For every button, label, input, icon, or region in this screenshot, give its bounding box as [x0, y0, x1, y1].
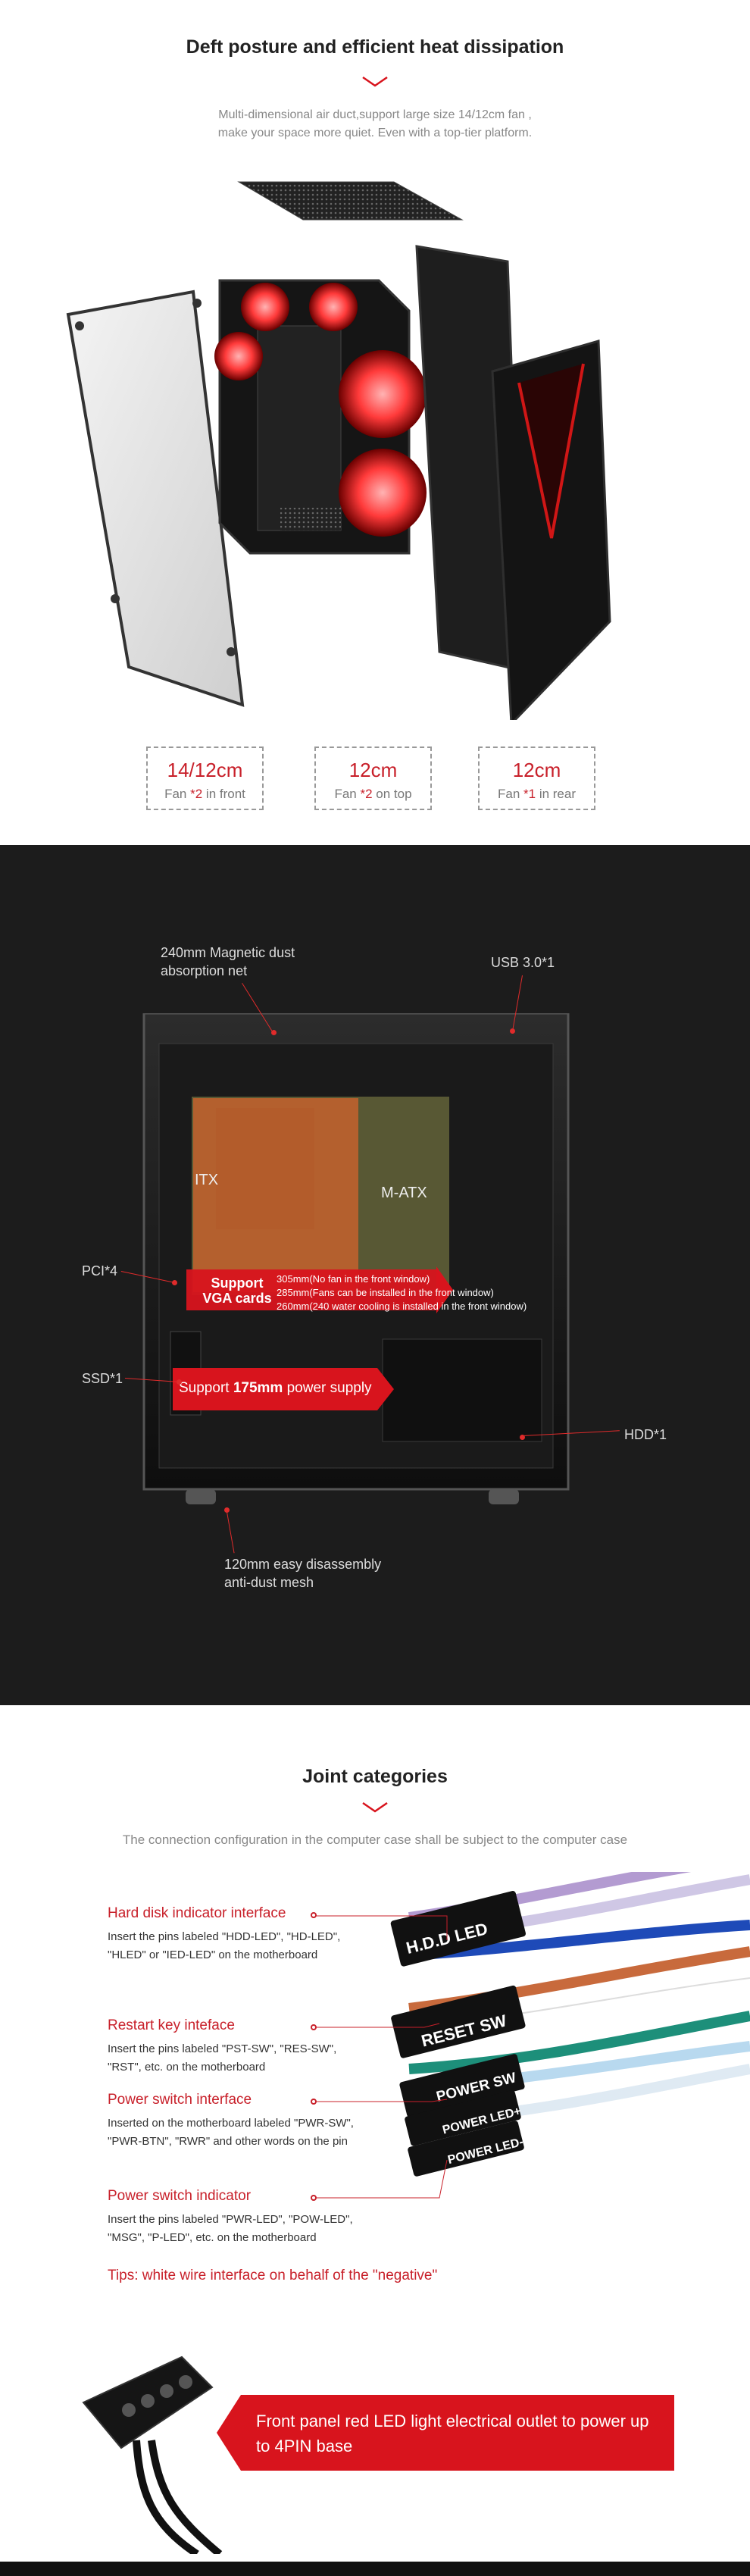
itx-label: ITX	[195, 1172, 219, 1188]
callout-dot	[311, 1912, 317, 1918]
joint-desc-reset: Insert the pins labeled "PST-SW", "RES-S…	[108, 2042, 337, 2074]
vga-support-bar	[186, 1269, 436, 1310]
callout-dot	[311, 2099, 317, 2105]
tips-text: Tips: white wire interface on behalf of …	[108, 2268, 438, 2283]
chevron-down-icon	[0, 1801, 750, 1817]
fan-spec-front: 14/12cm Fan *2 in front	[146, 747, 264, 810]
section-title: Joint categories	[302, 1766, 448, 1787]
callout-dot	[177, 1379, 182, 1385]
callout-dot	[172, 1280, 177, 1285]
matx-label: M-ATX	[381, 1185, 427, 1201]
joint-title-power-led: Power switch indicator	[108, 2188, 252, 2204]
callout-dot	[224, 1507, 230, 1513]
mesh-label: 120mm easy disassembly anti-dust mesh	[224, 1557, 382, 1590]
joint-title-reset: Restart key inteface	[108, 2017, 235, 2033]
arrow-right-icon	[436, 1266, 453, 1313]
joint-categories-section: Joint categories The connection configur…	[0, 1705, 750, 2562]
joint-desc-power-switch: Inserted on the motherboard labeled "PWR…	[108, 2117, 354, 2148]
banner-arrow-icon	[217, 2395, 241, 2471]
section-title: Deft posture and efficient heat dissipat…	[186, 36, 564, 58]
vga-support-title: Support VGA cards	[202, 1275, 272, 1306]
vga-length-notes: 305mm(No fan in the front window) 285mm(…	[277, 1273, 527, 1312]
dust-net-label: 240mm Magnetic dust absorption net	[161, 945, 295, 978]
4pin-info-banner: Front panel red LED light electrical out…	[241, 2395, 674, 2471]
callout-lines	[314, 1915, 448, 2199]
joint-title-hdd: Hard disk indicator interface	[108, 1905, 286, 1921]
footer-bar	[0, 2562, 750, 2576]
exploded-case-illustration	[66, 181, 611, 720]
callout-dot	[311, 2195, 317, 2201]
joint-desc-power-led: Insert the pins labeled "PWR-LED", "POW-…	[108, 2213, 353, 2244]
fan-spec-top: 12cm Fan *2 on top	[314, 747, 432, 810]
joint-desc-hdd: Insert the pins labeled "HDD-LED", "HD-L…	[108, 1930, 341, 1961]
joint-title-power-switch: Power switch interface	[108, 2092, 252, 2108]
usb-label: USB 3.0*1	[491, 955, 555, 970]
chevron-down-icon	[0, 76, 750, 92]
heat-dissipation-section: Deft posture and efficient heat dissipat…	[0, 0, 750, 845]
pci-label: PCI*4	[82, 1263, 118, 1279]
callout-dot	[271, 1030, 277, 1035]
callout-dot	[520, 1435, 525, 1440]
hdd-label: HDD*1	[624, 1427, 667, 1442]
fan-spec-rear: 12cm Fan *1 in rear	[478, 747, 595, 810]
case-interior-illustration	[142, 1013, 570, 1504]
arrow-right-icon	[377, 1368, 394, 1410]
interior-section: ITX M-ATX Support VGA cards 305mm(No fan…	[0, 845, 750, 1705]
ssd-label: SSD*1	[82, 1371, 123, 1386]
psu-support-bar	[173, 1368, 377, 1410]
psu-support-text: Support 175mm power supply	[179, 1380, 372, 1396]
section-subtitle: The connection configuration in the comp…	[122, 1833, 628, 1847]
callout-dot	[510, 1028, 515, 1034]
callout-dot	[311, 2024, 317, 2030]
section-subtitle: Multi-dimensional air duct,support large…	[217, 108, 533, 139]
4pin-connector-illustration	[82, 2355, 223, 2554]
